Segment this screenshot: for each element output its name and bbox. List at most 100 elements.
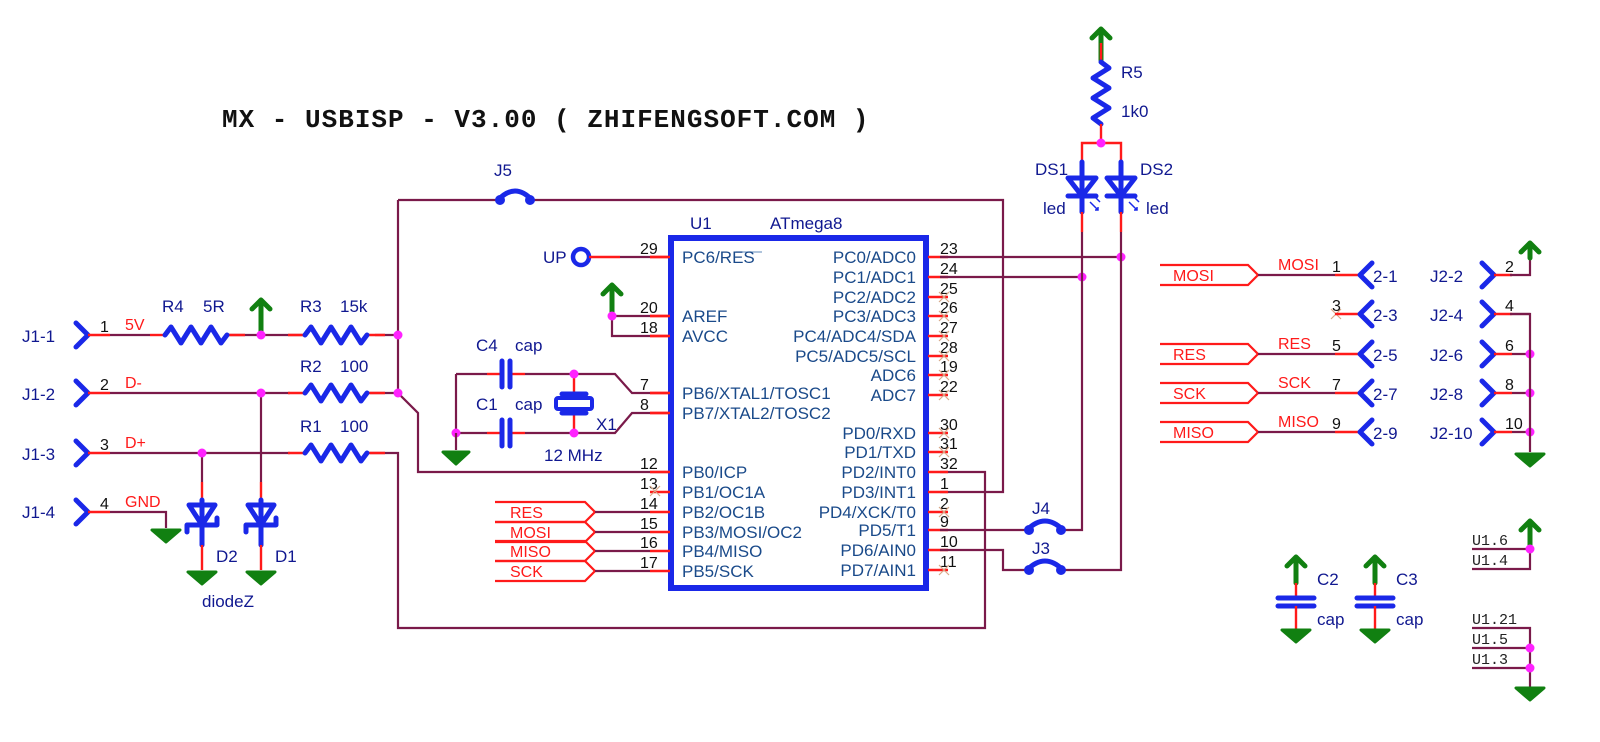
pin-number: 10: [1505, 416, 1523, 433]
capacitor-icon: [499, 417, 513, 449]
pin-number: 20: [640, 300, 658, 317]
c1-ref: C1: [476, 395, 498, 414]
capacitor-icon: [1275, 595, 1317, 609]
ground-icon: [441, 450, 471, 466]
junction-dot: [393, 330, 403, 340]
capacitor-icon: [1354, 595, 1396, 609]
port-label: RES: [1173, 347, 1206, 364]
j1-connector: J1-1 1 5V J1-2 2 D- J1-3 3 D+ J1-4 4 GND: [22, 317, 161, 527]
ground-icon: [186, 570, 218, 586]
port-sck: SCK: [495, 559, 650, 583]
junction-dot: [393, 388, 403, 398]
net-label-dminus: D-: [125, 375, 142, 392]
j2-ref: 2-3: [1373, 306, 1398, 325]
jumper-j5: J5: [494, 161, 535, 205]
up-label: UP: [543, 248, 567, 267]
crystal-x1: X1 12 MHz: [544, 374, 617, 465]
j2-ref: J2-6: [1430, 346, 1463, 365]
j2-ref: 2-7: [1373, 385, 1398, 404]
capacitor-c3: C3 cap: [1354, 554, 1423, 644]
port-miso: MISO: [495, 539, 650, 563]
r5-value: 1k0: [1121, 102, 1148, 121]
c3-value: cap: [1396, 610, 1423, 629]
pin-number: 6: [1505, 338, 1514, 355]
pin-number: 2: [1505, 259, 1514, 276]
pin-name: PD5/T1: [858, 521, 916, 540]
up-terminal: UP: [543, 246, 592, 268]
c2-value: cap: [1317, 610, 1344, 629]
net-label-dplus: D+: [125, 435, 146, 452]
crystal-icon: [554, 396, 594, 411]
no-connect-icon: [938, 506, 950, 518]
j1-4-label: J1-4: [22, 503, 55, 522]
pin-name: PB4/MISO: [682, 542, 762, 561]
pin-name: AVCC: [682, 327, 728, 346]
no-connect-icon: [938, 310, 950, 322]
pin-number: 3: [100, 437, 109, 454]
pin-name: PD3/INT1: [841, 483, 916, 502]
port-res: RES: [495, 500, 650, 524]
connector-arrow-icon: [1479, 378, 1497, 408]
pin-name: PD2/INT0: [841, 463, 916, 482]
d2-ref: D2: [216, 547, 238, 566]
j1-2-label: J1-2: [22, 385, 55, 404]
no-connect-icon: [938, 291, 950, 303]
no-connect-icon: [938, 369, 950, 381]
power-arrow-icon: [600, 282, 624, 319]
j2-ref: 2-5: [1373, 346, 1398, 365]
pin-number: 17: [640, 555, 658, 572]
r2-ref: R2: [300, 357, 322, 376]
junction-dot: [569, 428, 579, 438]
junction-dot: [569, 369, 579, 379]
capacitor-c2: C2 cap: [1275, 554, 1344, 644]
net-u1-21: U1.21: [1472, 612, 1517, 629]
j1-pin-4: J1-4 4 GND: [22, 494, 161, 527]
pin-number: 1: [100, 319, 109, 336]
resistor-r5: R5 1k0: [1090, 59, 1148, 127]
c4-value: cap: [515, 336, 542, 355]
resistor-icon: [302, 324, 370, 346]
pin-number: 15: [640, 516, 658, 533]
capacitor-icon: [499, 358, 513, 390]
pin-number: 7: [640, 377, 649, 394]
net-label: MISO: [1278, 414, 1319, 431]
x1-ref: X1: [596, 415, 617, 434]
resistor-r4: R4 5R: [162, 297, 230, 346]
c4-ref: C4: [476, 336, 498, 355]
pin-number: 1: [940, 476, 949, 493]
pin-name: PD7/AIN1: [840, 561, 916, 580]
port-label: SCK: [1173, 386, 1206, 403]
ground-icon: [1280, 628, 1312, 644]
pin-name: PB5/SCK: [682, 562, 754, 581]
pin-number: 8: [640, 397, 649, 414]
zener-diode-d1: D1: [243, 482, 297, 570]
j1-pin-2: J1-2 2 D-: [22, 375, 142, 408]
junction-dot: [1525, 643, 1535, 653]
jumper-j3: J3: [1024, 539, 1066, 575]
pin-name: PC3/ADC3: [833, 307, 916, 326]
pin-number: 5: [1332, 338, 1341, 355]
diode-type-label: diodeZ: [202, 592, 254, 611]
resistor-icon: [302, 442, 370, 464]
pin-name: PC6/RES: [682, 248, 755, 267]
vcc-symbol: [249, 297, 273, 338]
connector-arrow-icon: [73, 438, 91, 468]
zener-diode-d2: D2: [184, 482, 238, 570]
j2-pin-6: J2-6 6: [1430, 338, 1535, 369]
